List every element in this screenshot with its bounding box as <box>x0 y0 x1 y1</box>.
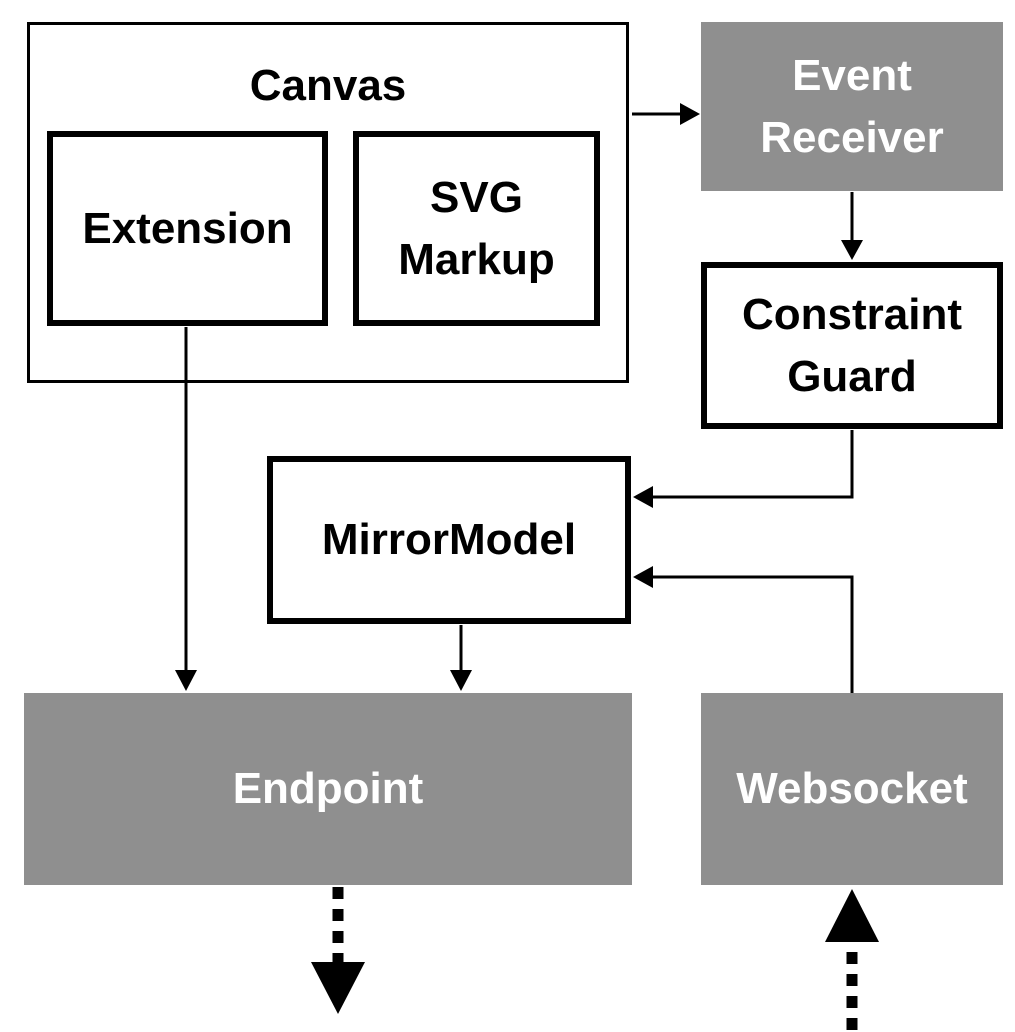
mirror-model-label: MirrorModel <box>321 515 577 565</box>
arrow-websocket-to-mirror-model <box>633 566 854 693</box>
dotted-arrow-websocket-in <box>825 889 879 1030</box>
endpoint-label: Endpoint <box>232 764 424 814</box>
extension-label: Extension <box>82 203 293 253</box>
dotted-arrow-endpoint-out <box>311 887 365 1014</box>
extension-box: Extension <box>47 131 328 326</box>
websocket-label: Websocket <box>736 764 968 814</box>
arrow-mirror-model-to-endpoint <box>450 625 472 691</box>
svg-markup-box: SVG Markup <box>353 131 600 326</box>
endpoint-box: Endpoint <box>24 693 632 885</box>
canvas-label: Canvas <box>249 61 407 110</box>
mirror-model-box: MirrorModel <box>267 456 631 624</box>
constraint-guard-box: Constraint Guard <box>701 262 1003 429</box>
arrow-event-receiver-to-constraint-guard <box>841 192 863 260</box>
arrow-canvas-to-event-receiver <box>632 103 700 125</box>
constraint-guard-label: Constraint Guard <box>742 289 962 401</box>
event-receiver-label: Event Receiver <box>760 50 944 162</box>
event-receiver-box: Event Receiver <box>701 22 1003 191</box>
websocket-box: Websocket <box>701 693 1003 885</box>
svg-markup-label: SVG Markup <box>398 172 555 284</box>
arrow-constraint-guard-to-mirror-model <box>633 430 854 508</box>
